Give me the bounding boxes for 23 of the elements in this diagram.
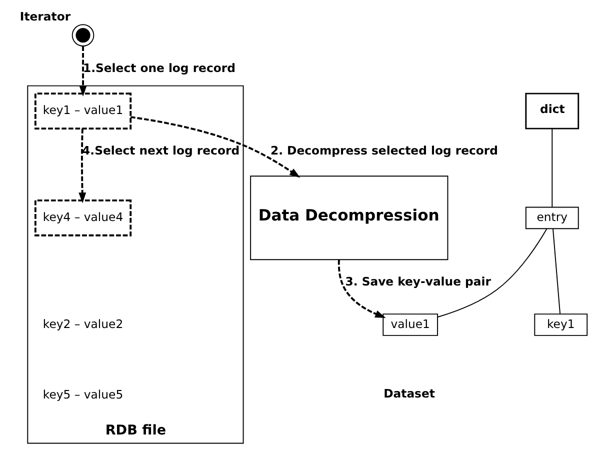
node-box: key1 – value1 (34, 92, 132, 130)
node-text: key2 – value2 (42, 316, 124, 331)
arrow (79, 46, 87, 96)
arrow (130, 116, 300, 178)
node-text: key5 – value5 (42, 388, 124, 402)
edge-label: 3. Save key-value pair (345, 274, 491, 289)
label: Dataset (384, 386, 435, 401)
edge-label: 4.Select next log record (82, 143, 240, 158)
node-box: Data Decompression (250, 176, 448, 260)
node-label: Iterator (20, 9, 71, 24)
node-circle (72, 24, 94, 46)
node-box: dict (525, 92, 580, 130)
connector (552, 128, 553, 208)
connector (552, 228, 561, 314)
node-box: entry (525, 206, 579, 230)
edge-label: 1.Select one log record (83, 60, 236, 75)
connector (437, 228, 548, 318)
node-box: value1 (382, 314, 438, 336)
node-box: key1 (534, 314, 588, 336)
node-box: key4 – value4 (34, 199, 132, 236)
arrow (338, 260, 386, 318)
edge-label: 2. Decompress selected log record (270, 143, 498, 158)
arrow (78, 128, 86, 204)
